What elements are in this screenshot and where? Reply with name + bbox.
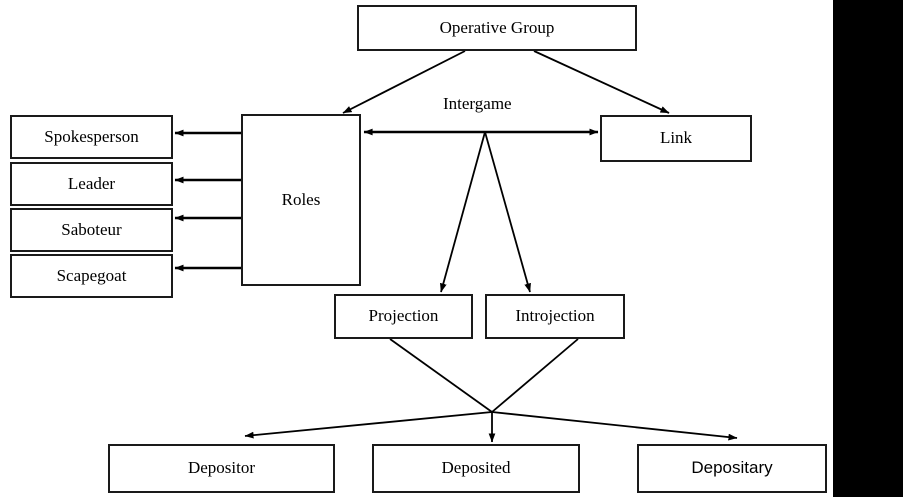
node-link[interactable]: Link — [600, 115, 752, 162]
edge-intergame-to-introjection — [484, 131, 531, 293]
node-deposited[interactable]: Deposited — [372, 444, 580, 493]
node-operative-group[interactable]: Operative Group — [357, 5, 637, 51]
edge-junction-to-depositor — [244, 411, 493, 439]
right-margin-bar — [833, 0, 903, 497]
node-leader[interactable]: Leader — [10, 162, 173, 206]
edge-introjection-to-junction — [491, 338, 579, 413]
node-scapegoat[interactable]: Scapegoat — [10, 254, 173, 298]
node-projection[interactable]: Projection — [334, 294, 473, 339]
node-roles[interactable]: Roles — [241, 114, 361, 286]
node-spokesperson[interactable]: Spokesperson — [10, 115, 173, 159]
node-depositor[interactable]: Depositor — [108, 444, 335, 493]
edge-junction-to-depositary — [491, 411, 738, 441]
edge-intergame-to-projection — [440, 131, 486, 293]
edge-projection-to-junction — [389, 338, 493, 413]
edge-operative-group-to-link — [533, 50, 670, 114]
label-intergame: Intergame — [443, 94, 512, 113]
node-introjection[interactable]: Introjection — [485, 294, 625, 339]
node-saboteur[interactable]: Saboteur — [10, 208, 173, 252]
node-depositary[interactable]: Depositary — [637, 444, 827, 493]
